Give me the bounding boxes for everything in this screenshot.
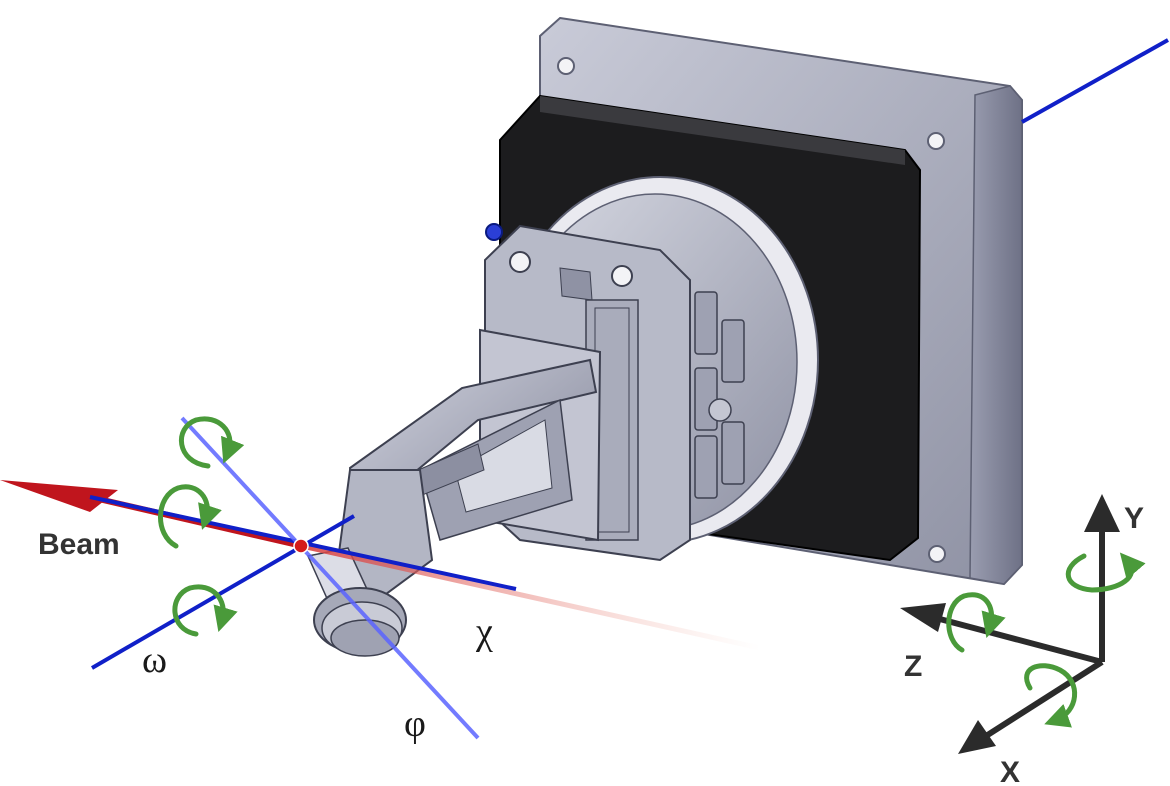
beam-trail [301, 543, 761, 651]
rotation-arrow-icon [1024, 663, 1078, 728]
omega-axis [90, 514, 356, 670]
rotation-arrow-icon [179, 416, 245, 469]
coordinate-axes [900, 494, 1120, 754]
chi-arm [348, 328, 602, 550]
rotation-arrow-icon [158, 484, 222, 549]
connector-panel [694, 291, 745, 499]
phi-axis [180, 416, 480, 740]
rotation-arrow-icon [172, 584, 238, 637]
omega-label: ω [142, 639, 167, 681]
rotation-arrow-icon [946, 592, 1006, 653]
axis-z-label: Z [904, 650, 922, 683]
rotation-arrow-icon [1065, 552, 1146, 593]
chi-label: χ [475, 611, 493, 653]
blue-knob-icon [485, 223, 503, 241]
axis-y-label: Y [1124, 502, 1144, 535]
beam-label: Beam [38, 528, 120, 561]
axis-x-label: X [1000, 756, 1020, 786]
sample-position-icon [293, 538, 309, 554]
phi-label: φ [404, 703, 426, 745]
detector-axis [1021, 38, 1169, 124]
